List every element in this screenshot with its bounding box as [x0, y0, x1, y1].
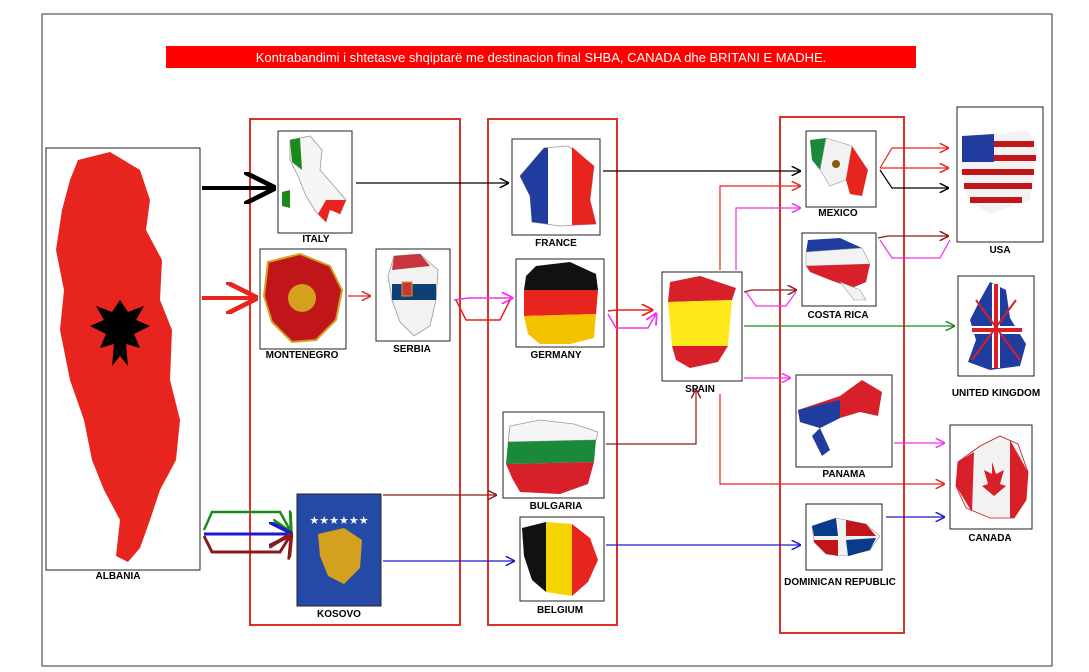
germany-label: GERMANY [530, 350, 581, 361]
bulgaria-label: BULGARIA [530, 501, 583, 512]
outer-frame [41, 13, 1053, 667]
group-box-balkans [249, 118, 461, 626]
title-banner: Kontrabandimi i shtetasve shqiptarë me d… [166, 46, 916, 68]
arrow-spain-mexico-red [719, 186, 800, 270]
serbia-node: SERBIA [375, 248, 451, 355]
france-label: FRANCE [535, 238, 577, 249]
italy-node: ITALY [277, 130, 353, 245]
france-node: FRANCE [511, 138, 601, 249]
usa-node: USA [956, 106, 1044, 256]
arrow-mexico-usa-red [879, 148, 948, 169]
belgium-node: BELGIUM [519, 516, 605, 616]
route-arrows [202, 148, 954, 561]
costa-rica-label: COSTA RICA [807, 310, 868, 321]
arrow-germany-spain-red [607, 310, 652, 311]
belgium-label: BELGIUM [537, 605, 583, 616]
kosovo-node: ★★★★★★ KOSOVO [296, 493, 382, 620]
montenegro-label: MONTENEGRO [266, 350, 339, 361]
arrow-albania-kosovo-green [202, 512, 290, 530]
arrow-serbia-germany-red [455, 299, 511, 321]
group-box-americas [779, 116, 905, 634]
bulgaria-node: BULGARIA [502, 411, 605, 512]
arrow-costarica-usa-magenta [879, 239, 951, 259]
panama-node: PANAMA [795, 374, 893, 480]
costa-rica-node: COSTA RICA [801, 232, 877, 321]
arrow-mexico-usa-black [879, 169, 948, 188]
canada-node: CANADA [949, 424, 1033, 544]
mexico-label: MEXICO [818, 208, 858, 219]
diagram-title: Kontrabandimi i shtetasve shqiptarë me d… [256, 50, 827, 65]
albania-label: ALBANIA [96, 571, 141, 582]
canada-label: CANADA [968, 533, 1011, 544]
italy-label: ITALY [302, 234, 330, 245]
arrow-spain-canada [719, 394, 944, 484]
arrow-germany-spain-magenta [607, 314, 656, 329]
arrow-costarica-usa-darkred [877, 236, 948, 238]
arrow-spain-costarica-darkred [743, 290, 796, 292]
germany-node: GERMANY [515, 258, 605, 361]
svg-text:★★★★★★: ★★★★★★ [309, 514, 368, 527]
arrow-spain-costarica-magenta [745, 291, 797, 307]
panama-label: PANAMA [822, 469, 865, 480]
dominican-republic-label: DOMINICAN REPUBLIC [784, 577, 896, 588]
kosovo-label: KOSOVO [317, 609, 361, 620]
group-box-europe [487, 118, 618, 626]
arrow-spain-mexico-magenta [735, 208, 800, 270]
usa-label: USA [989, 245, 1010, 256]
uk-label: UNITED KINGDOM [952, 388, 1040, 399]
dominican-republic-node: DOMINICAN REPUBLIC [784, 503, 896, 588]
arrow-serbia-germany-magenta [453, 298, 512, 300]
montenegro-node: MONTENEGRO [259, 248, 347, 361]
serbia-label: SERBIA [393, 344, 431, 355]
spain-label: SPAIN [685, 384, 715, 395]
arrow-albania-kosovo-darkred [202, 536, 290, 552]
spain-node: SPAIN [661, 271, 743, 395]
mexico-node: MEXICO [805, 130, 877, 219]
arrow-bulgaria-spain [606, 390, 696, 445]
albania-node: ALBANIA [45, 147, 201, 582]
uk-node: UNITED KINGDOM [952, 275, 1040, 399]
